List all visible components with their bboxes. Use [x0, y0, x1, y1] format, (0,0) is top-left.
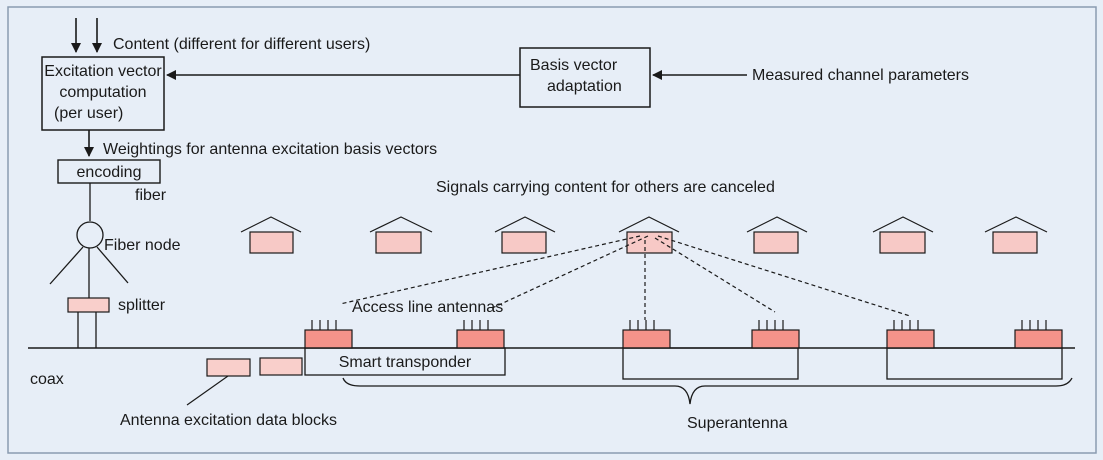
- smart-transponder-label: Smart transponder: [339, 354, 472, 371]
- splitter-label: splitter: [118, 297, 166, 314]
- data-block-1: [206, 358, 251, 377]
- smart-transponder-box: [304, 347, 506, 376]
- excitation-box-line-1: Excitation vector: [44, 63, 162, 80]
- signals-canceled-label: Signals carrying content for others are …: [436, 179, 775, 196]
- encoding-box: [57, 159, 161, 184]
- house-6: [872, 216, 934, 254]
- access-line-antennas: [304, 320, 1063, 349]
- diagram-frame: [7, 6, 1097, 454]
- antenna-1: [304, 320, 353, 349]
- excitation-vector-box: [41, 56, 165, 131]
- data-blocks-label: Antenna excitation data blocks: [120, 412, 337, 429]
- antenna-4: [751, 320, 800, 349]
- content-label: Content (different for different users): [113, 36, 370, 53]
- house-3: [494, 216, 556, 254]
- excitation-box-line-3: (per user): [54, 105, 123, 122]
- coax-label: coax: [30, 371, 64, 388]
- signal-dashed-lines: [339, 235, 911, 320]
- data-blocks-pointer: [186, 375, 229, 406]
- transponder-box-2: [622, 347, 799, 380]
- houses: [240, 216, 1048, 254]
- antenna-5: [886, 320, 935, 349]
- weightings-label: Weightings for antenna excitation basis …: [103, 141, 437, 158]
- splitter-box: [67, 297, 110, 313]
- superantenna-brace: [342, 377, 1073, 405]
- antenna-2: [456, 320, 505, 349]
- content-input-arrows: [71, 18, 102, 53]
- excitation-box-line-2: computation: [59, 84, 146, 101]
- access-line-antennas-label: Access line antennas: [352, 299, 503, 316]
- basis-box-line-1: Basis vector: [530, 57, 618, 74]
- house-7: [984, 216, 1048, 254]
- encoding-label: encoding: [77, 164, 142, 181]
- fiber-node-branches: [49, 246, 129, 298]
- antenna-3: [622, 320, 671, 349]
- house-5: [746, 216, 808, 254]
- fiber-node-circle: [76, 221, 104, 249]
- fiber-node-label: Fiber node: [104, 237, 181, 254]
- data-block-2: [259, 357, 303, 376]
- superantenna-label: Superantenna: [687, 415, 788, 432]
- basis-box-line-2: adaptation: [547, 78, 622, 95]
- house-2: [369, 216, 433, 254]
- fiber-label: fiber: [135, 187, 167, 204]
- antenna-6: [1014, 320, 1063, 349]
- basis-vector-box: [519, 47, 651, 108]
- transponder-box-3: [886, 347, 1063, 380]
- measured-label: Measured channel parameters: [752, 67, 969, 84]
- house-1: [240, 216, 302, 254]
